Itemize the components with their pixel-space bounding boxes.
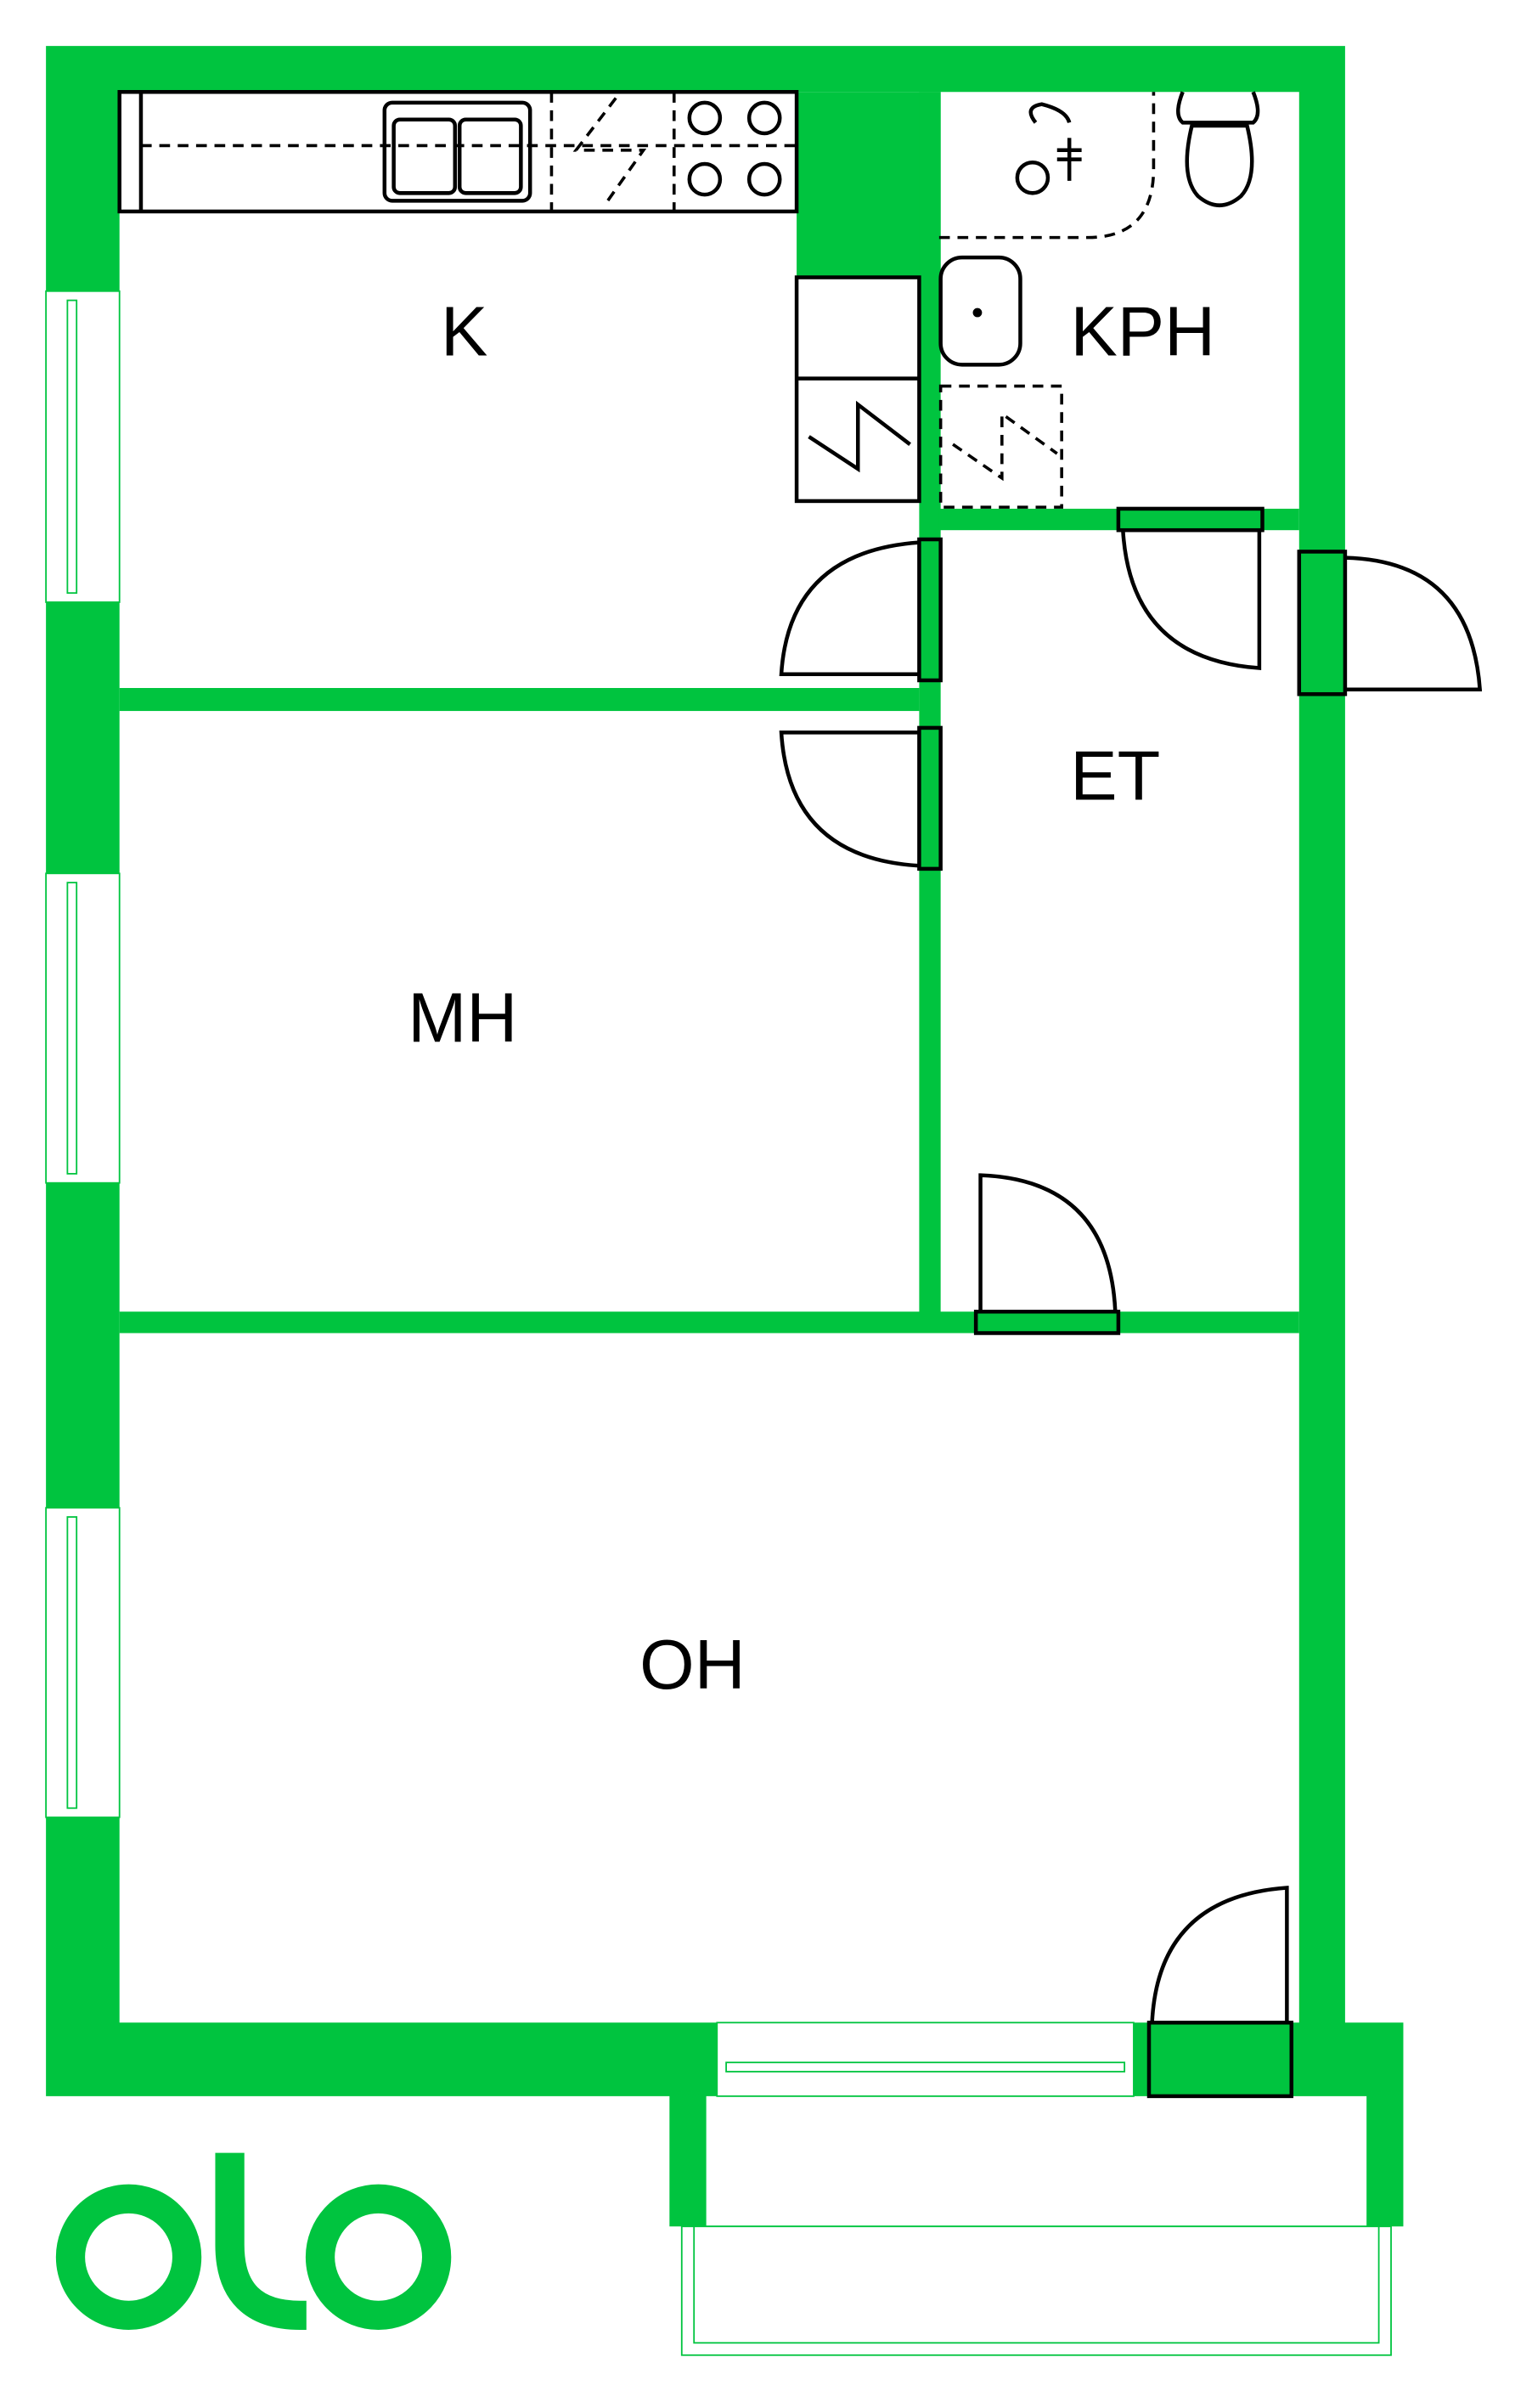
bathroom-fixtures [938,91,1260,509]
olo-logo [55,2152,452,2330]
kitchen-fixtures [117,89,921,504]
doors [779,506,1483,2099]
room-label-bathroom: KPH [1070,292,1215,371]
room-label-bedroom: MH [408,978,517,1057]
walls [46,46,1404,2227]
room-label-hall: ET [1070,736,1160,815]
windows [45,290,1392,2356]
room-label-kitchen: K [441,292,487,371]
room-label-living-room: OH [639,1625,745,1704]
